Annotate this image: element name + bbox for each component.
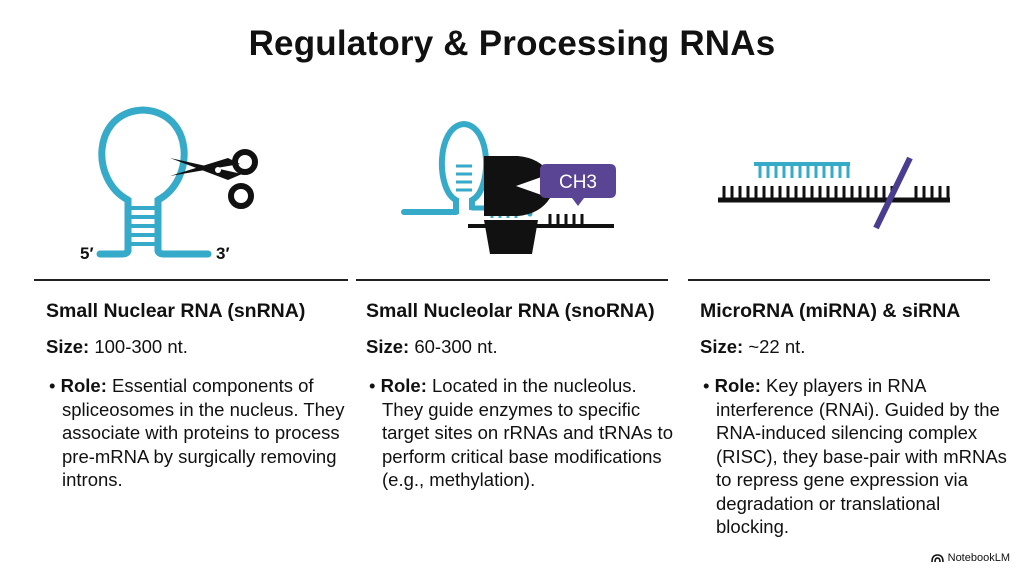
snorna-heading: Small Nucleolar RNA (snoRNA) [366,300,655,322]
role-text: Located in the nucleolus. They guide enz… [382,375,673,490]
five-prime-label: 5′ [80,244,94,263]
snrna-heading: Small Nuclear RNA (snRNA) [46,300,306,322]
mirna-role: • Role: Key players in RNA interference … [703,375,1007,537]
size-value: 60-300 nt. [409,336,498,357]
snorna-role: • Role: Located in the nucleolus. They g… [369,375,673,490]
three-prime-label: 3′ [216,244,230,263]
divider [34,279,348,281]
divider [688,279,990,281]
ch3-tag: CH3 [559,172,597,193]
role-label: Role: [60,375,107,396]
size-label: Size: [46,336,90,357]
role-label: Role: [380,375,427,396]
scissors-icon [170,149,258,209]
brand-name: NotebookLM [947,552,1010,564]
size-value: 100-300 nt. [89,336,188,357]
role-text: Essential components of spliceosomes in … [62,375,345,490]
divider [356,279,668,281]
page-title: Regulatory & Processing RNAs [248,24,776,63]
snorna-size: Size: 60-300 nt. [366,336,498,358]
mirna-silencing-illustration [718,156,950,230]
size-label: Size: [700,336,744,357]
mirna-heading: MicroRNA (miRNA) & siRNA [700,300,961,322]
size-label: Size: [366,336,410,357]
notebooklm-logo-icon [930,554,944,563]
snrna-size: Size: 100-300 nt. [46,336,188,358]
role-label: Role: [714,375,761,396]
snrna-hairpin-scissors-illustration [96,106,258,258]
mirna-size: Size: ~22 nt. [700,336,805,358]
snorna-methylation-illustration: CH3 [401,120,616,254]
snrna-role: • Role: Essential components of spliceos… [49,375,345,490]
brand-watermark: NotebookLM [930,552,1010,564]
size-value: ~22 nt. [743,336,806,357]
role-text: Key players in RNA interference (RNAi). … [716,375,1007,537]
